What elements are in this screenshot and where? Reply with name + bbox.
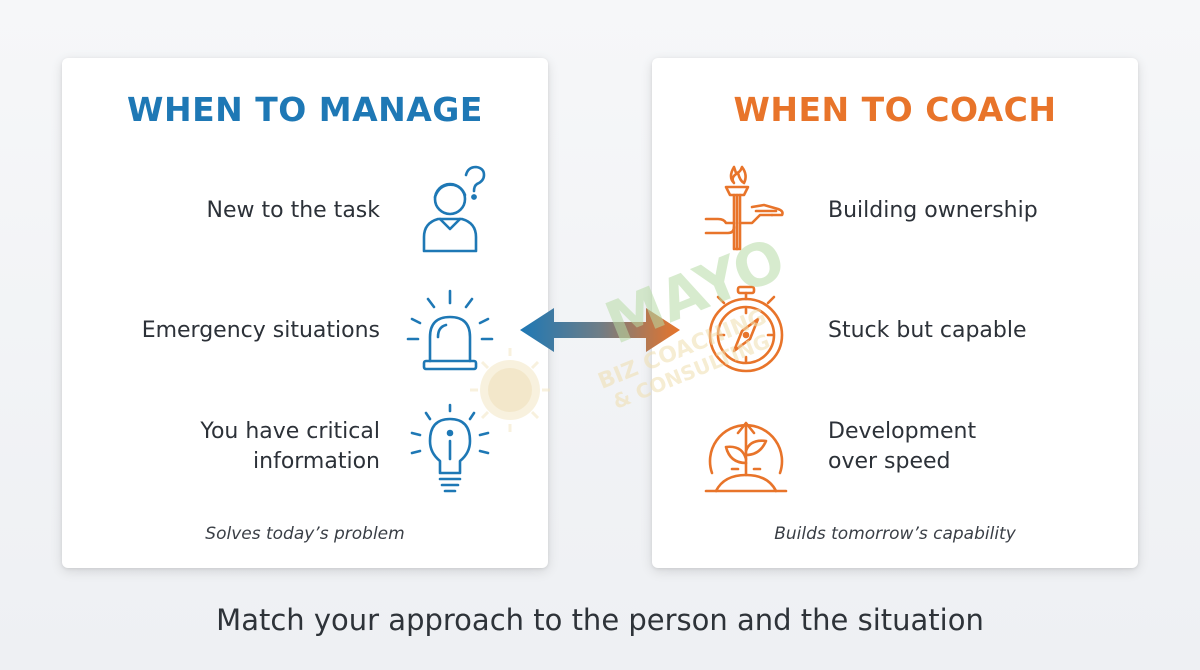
double-headed-arrow-icon [520, 308, 680, 352]
coach-item-ownership: Building ownership [652, 163, 1138, 259]
coach-card: WHEN TO COACH Building ownership Stuck b… [652, 58, 1138, 568]
bottom-caption: Match your approach to the person and th… [216, 603, 984, 637]
compass-stopwatch-icon [708, 285, 784, 373]
coach-item-development: Development over speed [652, 403, 1138, 499]
manage-item-label: New to the task [206, 198, 380, 223]
torch-handoff-icon [704, 165, 784, 251]
manage-card: WHEN TO MANAGE New to the task Emergency… [62, 58, 548, 568]
manage-item-critical-info: You have critical information [62, 403, 548, 499]
manage-item-emergency: Emergency situations [62, 283, 548, 379]
coach-footer-note: Builds tomorrow’s capability [774, 524, 1016, 544]
coach-item-label: Building ownership [828, 198, 1038, 223]
coach-item-stuck: Stuck but capable [652, 283, 1138, 379]
alarm-siren-icon [406, 289, 494, 371]
sprouting-plant-icon [704, 421, 788, 493]
manage-item-label-line: You have critical [200, 419, 380, 444]
manage-footer-note: Solves today’s problem [205, 524, 405, 544]
coach-item-label-line: Development [828, 419, 977, 444]
info-lightbulb-icon [410, 403, 490, 493]
manage-item-label-line: information [253, 449, 380, 474]
manage-item-new-to-task: New to the task [62, 163, 548, 259]
manage-title: WHEN TO MANAGE [127, 90, 483, 129]
coach-item-label: Development over speed [828, 417, 1128, 477]
coach-item-label-line: over speed [828, 449, 951, 474]
manage-item-label: You have critical information [80, 417, 380, 477]
manage-item-label: Emergency situations [141, 318, 380, 343]
coach-title: WHEN TO COACH [733, 90, 1057, 129]
coach-item-label: Stuck but capable [828, 318, 1027, 343]
confused-person-icon [422, 165, 486, 253]
